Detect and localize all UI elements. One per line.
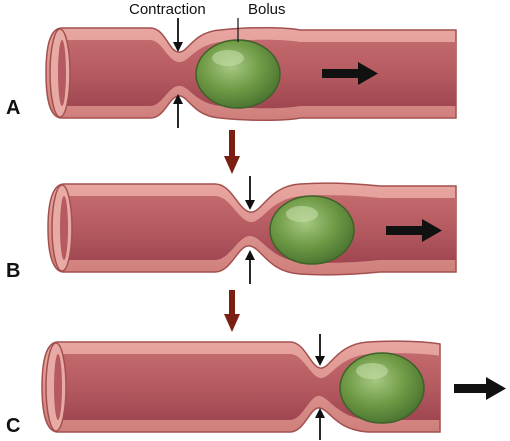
panel-b: B <box>6 176 457 284</box>
bolus-highlight <box>212 50 244 66</box>
contraction-label: Contraction <box>129 1 206 18</box>
panel-letter-c: C <box>6 415 20 437</box>
flow-arrow <box>454 377 506 400</box>
panel-letter-a: A <box>6 97 20 119</box>
panel-letter-b: B <box>6 260 20 282</box>
bolus-label: Bolus <box>248 1 286 18</box>
bolus <box>339 352 425 424</box>
esophagus-tube <box>47 182 457 276</box>
contraction-arrow-top <box>245 176 255 210</box>
contraction-arrow-bottom <box>245 250 255 284</box>
contraction-arrow-bottom <box>315 408 325 440</box>
contraction-arrow-top <box>173 18 183 52</box>
bolus-highlight <box>286 206 318 222</box>
panel-c: C <box>6 334 506 440</box>
bolus <box>195 39 281 109</box>
bolus <box>269 195 355 265</box>
flow-arrow <box>322 62 378 85</box>
contraction-arrow-top <box>315 334 325 366</box>
esophagus-tube <box>41 340 441 433</box>
flow-arrow <box>386 219 442 242</box>
step-arrow-1 <box>224 130 240 174</box>
panel-a: Contraction Bolus A <box>6 1 457 128</box>
contraction-arrow-bottom <box>173 94 183 128</box>
step-arrow-2 <box>224 290 240 332</box>
bolus-highlight <box>356 363 388 379</box>
